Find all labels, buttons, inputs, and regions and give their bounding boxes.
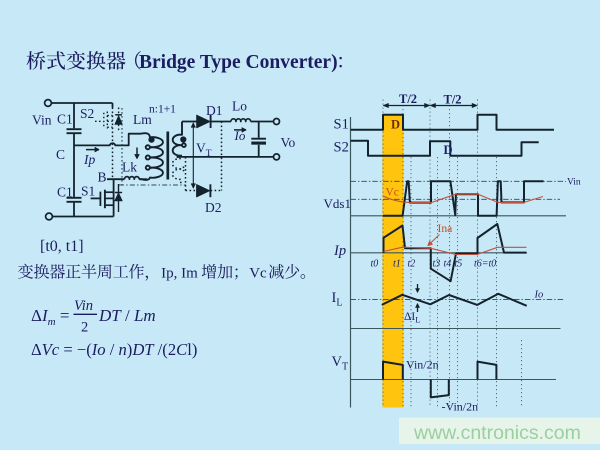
svg-text:Vin: Vin [567,178,581,188]
svg-text:D2: D2 [205,200,222,215]
svg-text:Lo: Lo [232,99,247,114]
svg-text:t4: t4 [444,259,452,270]
svg-text:Ip, Im: Ip, Im [161,266,198,282]
svg-text:Vin/2n: Vin/2n [406,358,439,372]
svg-text:Vds1: Vds1 [324,196,351,211]
svg-text:www.cntronics.com: www.cntronics.com [413,422,581,444]
svg-text:Lk: Lk [122,160,137,175]
svg-text:Ina: Ina [438,223,453,235]
svg-text:IL: IL [332,290,343,309]
svg-text:Vo: Vo [281,135,296,150]
svg-text:Io: Io [534,290,544,301]
svg-text:B: B [98,170,107,185]
svg-text:Vin: Vin [74,298,93,314]
svg-text:ΔIL: ΔIL [404,311,420,325]
svg-text:Lm: Lm [133,112,152,127]
svg-text:t0: t0 [371,259,379,270]
svg-text:Vc: Vc [386,187,399,199]
svg-text:-Vin/2n: -Vin/2n [442,400,479,414]
svg-text:D: D [444,143,453,157]
svg-text:n:1+1: n:1+1 [149,104,176,116]
svg-text:T/2: T/2 [444,93,462,107]
svg-text:2: 2 [81,320,88,336]
svg-text:Ip: Ip [333,243,346,259]
svg-text:t5: t5 [455,259,463,270]
svg-text:t1: t1 [393,259,401,270]
svg-text:T/2: T/2 [399,92,417,106]
svg-text:t3: t3 [433,259,441,270]
svg-text:S2: S2 [80,106,94,121]
svg-text:[t0, t1]: [t0, t1] [40,238,84,255]
svg-text:ΔVc = −(Io / n)DT /(2Cl): ΔVc = −(Io / n)DT /(2Cl) [31,340,197,359]
svg-text:S1: S1 [334,117,349,133]
svg-text:C1: C1 [57,185,73,200]
svg-text:D1: D1 [206,103,223,118]
svg-text:VT: VT [332,354,349,373]
svg-text:DT / Lm: DT / Lm [98,306,156,325]
svg-text:C: C [56,147,65,162]
svg-text:Bridge Type Converter): Bridge Type Converter) [139,52,338,73]
svg-text:Vc: Vc [249,266,267,282]
svg-text:D: D [391,118,400,132]
svg-text:C1: C1 [57,112,73,127]
svg-text:t6=t0: t6=t0 [474,259,496,270]
svg-text:ΔIm =: ΔIm = [31,306,69,328]
svg-text:Vin: Vin [32,113,52,128]
svg-text:Io: Io [234,128,246,143]
svg-text:S2: S2 [334,140,349,156]
svg-text:t2: t2 [408,259,416,270]
svg-text:S1: S1 [81,184,95,199]
svg-text:Ip: Ip [83,152,95,167]
